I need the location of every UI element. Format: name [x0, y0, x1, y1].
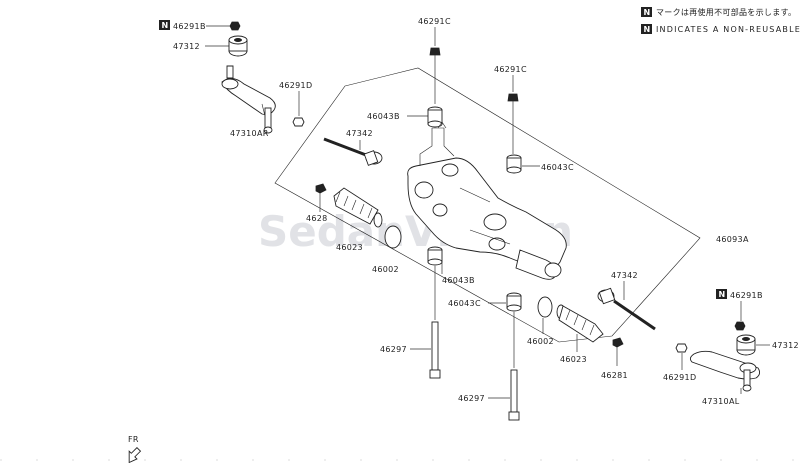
bushing-46043b-low [427, 246, 443, 266]
fr-label: FR [128, 435, 139, 444]
label-46043b-low: 46043B [442, 276, 475, 285]
label-46297-left: 46297 [380, 345, 407, 354]
label-47342-left: 47342 [346, 129, 373, 138]
nut-46291c-mid [507, 93, 519, 102]
label-47312-right: 47312 [772, 341, 799, 350]
label-46281: 46281 [601, 371, 628, 380]
inner-tie-rod-right [597, 287, 656, 331]
label-46297-low: 46297 [458, 394, 485, 403]
tie-rod-end-left [221, 65, 276, 134]
front-arrow-icon [128, 446, 142, 463]
badge-n-icon [641, 7, 652, 17]
bushing-46043b-top [427, 106, 443, 128]
label-47310al: 47310AL [702, 397, 740, 406]
non-reusable-legend: N マークは再使用不可部品を示します。 N INDICATES A NON-RE… [641, 7, 801, 34]
label-46002-left: 46002 [372, 265, 399, 274]
rack-boot-left [333, 187, 383, 228]
label-46002-right: 46002 [527, 337, 554, 346]
label-46291b-right: 46291B [730, 291, 763, 300]
badge-n-text: N [644, 25, 651, 34]
label-47312-left: 47312 [173, 42, 200, 51]
boot-cap-right [736, 334, 756, 356]
label-46291d-left: 46291D [279, 81, 312, 90]
clip-ring-46002-left [384, 225, 402, 249]
clamp-4628 [315, 183, 327, 194]
bolt-46297-low [508, 369, 520, 421]
label-47342-right: 47342 [611, 271, 638, 280]
steering-rack-housing [407, 121, 567, 280]
label-46291b-left: 46291B [173, 22, 206, 31]
label-46023-left: 46023 [336, 243, 363, 252]
badge-n-icon [716, 289, 727, 299]
badge-n-text: N [719, 290, 726, 299]
bushing-46043c-mid [506, 154, 522, 174]
label-46093a: 46093A [716, 235, 749, 244]
label-46043b-top: 46043B [367, 112, 400, 121]
badge-n-icon [159, 20, 170, 30]
label-46291c-top: 46291C [418, 17, 451, 26]
clip-ring-46002-right [537, 296, 553, 318]
lock-nut-left [229, 21, 241, 31]
bolt-46297-left [429, 321, 441, 379]
label-46043c-low: 46043C [448, 299, 481, 308]
label-46023-right: 46023 [560, 355, 587, 364]
legend-line-jp: マークは再使用不可部品を示します。 [656, 7, 796, 17]
bushing-46043c-low [506, 292, 522, 312]
nut-46291d-right [675, 343, 688, 353]
assembly-boundary [274, 67, 701, 343]
lock-nut-right [734, 321, 746, 331]
nut-46291d-left [292, 117, 305, 127]
label-46043c-mid: 46043C [541, 163, 574, 172]
label-46291d-right: 46291D [663, 373, 696, 382]
rack-boot-right [556, 304, 604, 343]
inner-tie-rod-left [323, 137, 383, 166]
clamp-46281 [612, 337, 624, 348]
legend-line-en: INDICATES A NON-REUSABLE [656, 25, 801, 34]
badge-n-icon [641, 24, 652, 34]
tie-rod-end-right [689, 350, 761, 392]
boot-cap-left [228, 35, 248, 57]
badge-n-text: N [644, 8, 651, 17]
nut-46291c-top [429, 47, 441, 56]
label-4628: 4628 [306, 214, 328, 223]
label-47310ar: 47310AR [230, 129, 269, 138]
badge-n-text: N [162, 21, 169, 30]
label-46291c-mid: 46291C [494, 65, 527, 74]
